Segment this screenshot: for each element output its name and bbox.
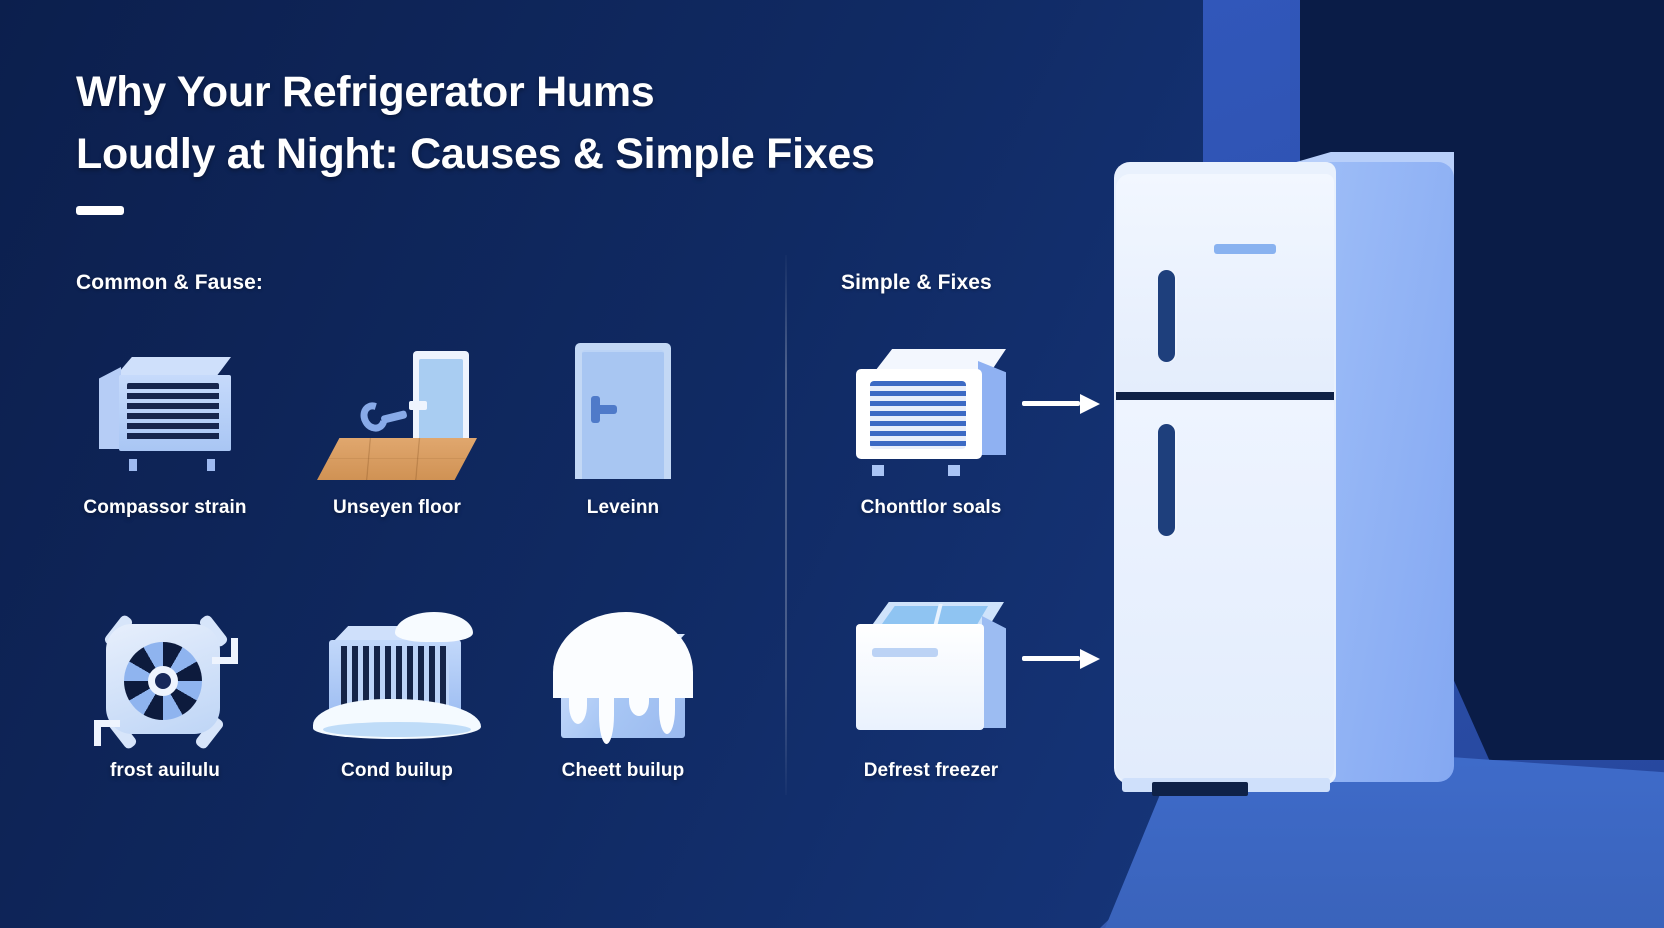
cause-label: Leveinn: [586, 497, 660, 518]
cause-item-uneven-floor: Unseyen floor: [292, 335, 502, 519]
cause-item-fan: frost auilulu: [60, 598, 270, 782]
fix-label: Defrest freezer: [863, 760, 999, 781]
fridge-door-gap: [1116, 392, 1334, 400]
cause-label: Unseyen floor: [333, 497, 461, 518]
fridge-side-panel: [1328, 162, 1454, 782]
cause-art: [60, 598, 270, 751]
cause-item-coil-buildup: Cond builup: [292, 598, 502, 782]
condenser-unit-icon: [99, 357, 231, 471]
causes-heading: Common & Fause:: [76, 271, 264, 294]
title-underline-rule: [76, 206, 124, 215]
clean-condenser-icon: [856, 349, 1006, 476]
refrigerator-illustration: [1114, 152, 1454, 796]
fix-art: [826, 335, 1036, 485]
uneven-floor-room-icon: [317, 345, 477, 480]
arrow-right-icon: [1022, 390, 1100, 416]
column-divider: [785, 255, 787, 795]
frosted-coil-icon: [313, 612, 481, 739]
cause-art: [518, 335, 728, 485]
fridge-freezer-door: [1116, 174, 1334, 392]
fix-art: [826, 598, 1036, 748]
fixes-heading: Simple & Fixes: [841, 271, 992, 294]
fan-icon: [92, 612, 238, 751]
title-line-1: Why Your Refrigerator Hums: [76, 68, 655, 116]
title-line-2: Loudly at Night: Causes & Simple Fixes: [76, 129, 875, 178]
page-title: Why Your Refrigerator Hums Loudly at Nig…: [76, 62, 1086, 186]
door-icon: [575, 343, 671, 479]
cause-item-levelling: Leveinn: [518, 335, 728, 519]
cause-art: [60, 335, 270, 485]
fridge-freezer-handle: [1158, 270, 1175, 362]
cause-label: Cheett builup: [561, 760, 685, 781]
fridge-fresh-food-handle: [1158, 424, 1175, 536]
arrow-right-icon: [1022, 645, 1100, 671]
wrench-icon: [355, 397, 408, 437]
cause-label: Compassor strain: [83, 497, 247, 518]
fridge-fresh-food-door: [1116, 400, 1334, 782]
melting-ice-block-icon: [545, 602, 701, 744]
cause-item-compressor: Compassor strain: [60, 335, 270, 519]
fridge-body: [1114, 162, 1336, 796]
cause-label: frost auilulu: [109, 760, 221, 781]
freezer-unit-icon: [856, 602, 1006, 742]
cause-art: [518, 598, 728, 748]
fridge-foot: [1152, 782, 1248, 796]
cause-label: Cond builup: [341, 760, 453, 781]
cause-art: [292, 598, 502, 748]
cause-item-ice-buildup: Cheett builup: [518, 598, 728, 782]
fridge-badge: [1214, 244, 1276, 254]
cause-art: [292, 335, 502, 485]
fix-item-defrost-freezer: Defrest freezer: [826, 598, 1036, 782]
fix-item-clean-coils: Chonttlor soals: [826, 335, 1036, 519]
fix-label: Chonttlor soals: [860, 497, 1002, 518]
